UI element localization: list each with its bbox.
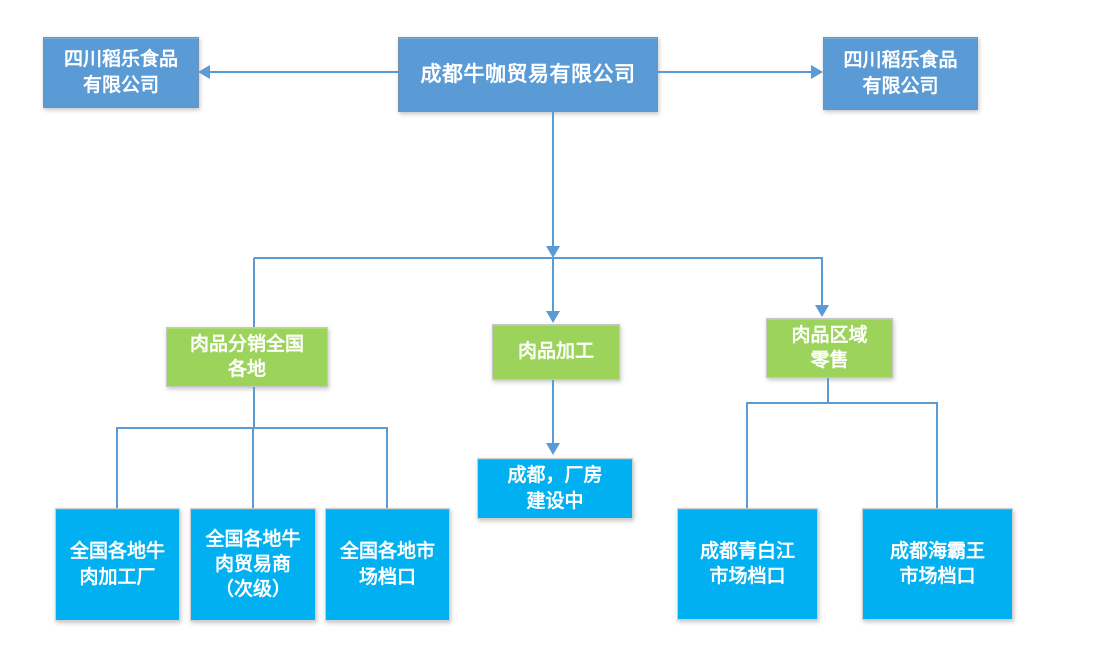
arrowhead-left-icon [198, 65, 210, 79]
node-sichuan-daole-right: 四川稻乐食品 有限公司 [823, 37, 978, 110]
node-regional-retail: 肉品区域 零售 [766, 318, 893, 378]
connector-hq-trunk [552, 112, 554, 246]
connector-retail-rail [746, 402, 938, 404]
connector-distribution-stub [253, 387, 255, 428]
connector-to-processing [552, 258, 554, 311]
connector-to-qingbaijiang [746, 403, 748, 508]
connector-to-distribution [253, 258, 255, 327]
connector-retail-stub [827, 378, 829, 403]
connector-to-haibawang [936, 403, 938, 508]
node-market-stalls: 全国各地市 场档口 [325, 508, 450, 621]
node-qingbaijiang-stall: 成都青白江 市场档口 [677, 508, 818, 620]
node-hq-chengdu-niuka: 成都牛咖贸易有限公司 [398, 37, 658, 112]
arrowhead-processing-icon [546, 311, 560, 323]
connector-hq-to-right [658, 71, 811, 73]
node-processing: 肉品加工 [492, 324, 620, 380]
node-beef-plants: 全国各地牛 肉加工厂 [55, 508, 180, 621]
node-beef-traders: 全国各地牛 肉贸易商 （次级） [190, 508, 316, 621]
arrowhead-factory-icon [546, 443, 560, 455]
arrowhead-retail-icon [815, 305, 829, 317]
node-sichuan-daole-left: 四川稻乐食品 有限公司 [43, 37, 199, 108]
arrowhead-trunk-icon [546, 246, 560, 258]
connector-to-beef-traders [252, 428, 254, 508]
connector-to-retail [821, 258, 823, 305]
arrowhead-right-icon [811, 65, 823, 79]
connector-branch-rail [254, 257, 823, 259]
connector-to-beef-plants [116, 428, 118, 508]
node-distribution: 肉品分销全国 各地 [166, 327, 328, 387]
connector-hq-to-left [210, 71, 398, 73]
connector-to-market-stalls [386, 428, 388, 508]
connector-processing-to-factory [552, 380, 554, 443]
node-haibawang-stall: 成都海霸王 市场档口 [862, 508, 1013, 620]
node-chengdu-factory: 成都，厂房 建设中 [477, 458, 633, 519]
